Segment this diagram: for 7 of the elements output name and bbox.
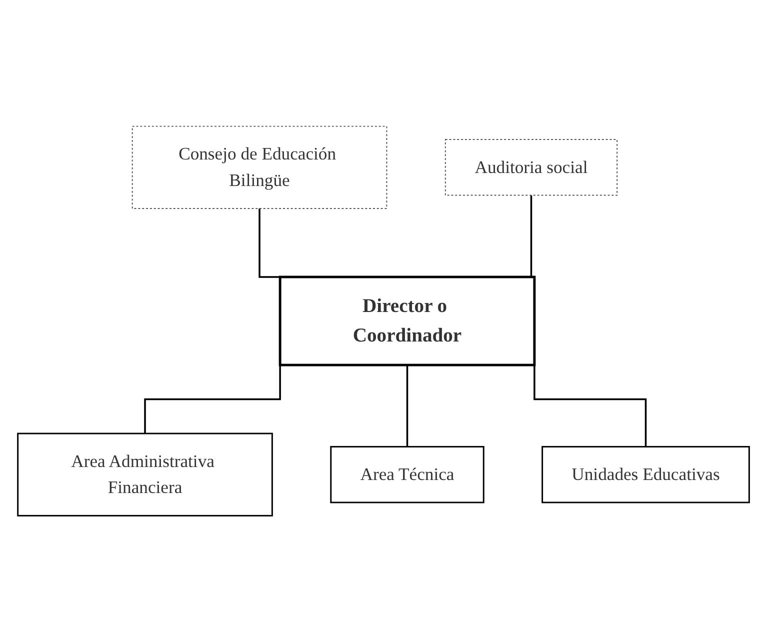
connector: [406, 365, 408, 448]
node-box: Director o Coordinador: [278, 276, 536, 366]
node-box: Auditoria social: [444, 139, 618, 196]
node-box: Area Técnica: [330, 446, 484, 504]
node-box: Consejo de Educación Bilingüe: [132, 126, 388, 209]
node-box: Unidades Educativas: [542, 446, 750, 504]
node-box: Area Administrativa Financiera: [17, 432, 273, 516]
